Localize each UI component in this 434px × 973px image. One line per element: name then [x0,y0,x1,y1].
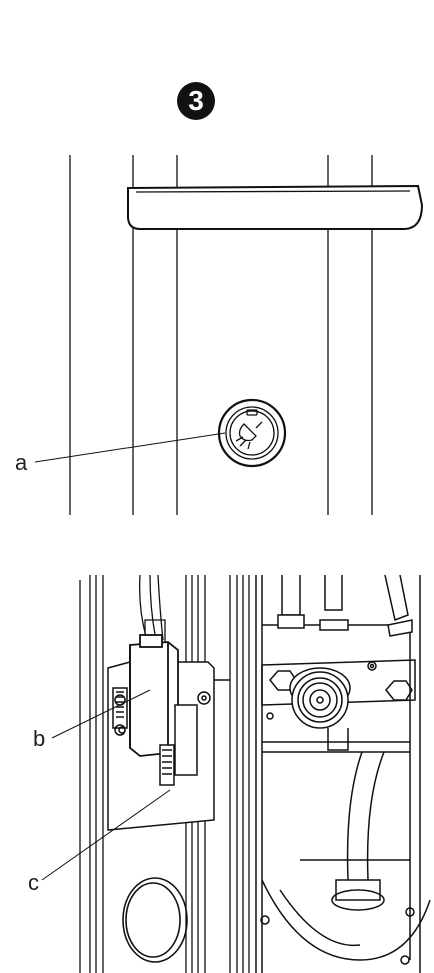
power-supply-box [129,634,179,757]
callout-c-leader [41,789,171,881]
callout-label-c: c [28,870,39,895]
callout-b-leader [51,689,151,739]
clip [159,704,198,786]
top-shelf [127,184,424,230]
step-number-badge: 3 [177,82,215,120]
valve-housing [255,574,431,973]
callout-a-leader [34,432,226,463]
callout-label-a: a [15,450,28,475]
callout-label-b: b [33,726,46,751]
light-button [217,398,287,468]
round-cutout [122,877,188,963]
